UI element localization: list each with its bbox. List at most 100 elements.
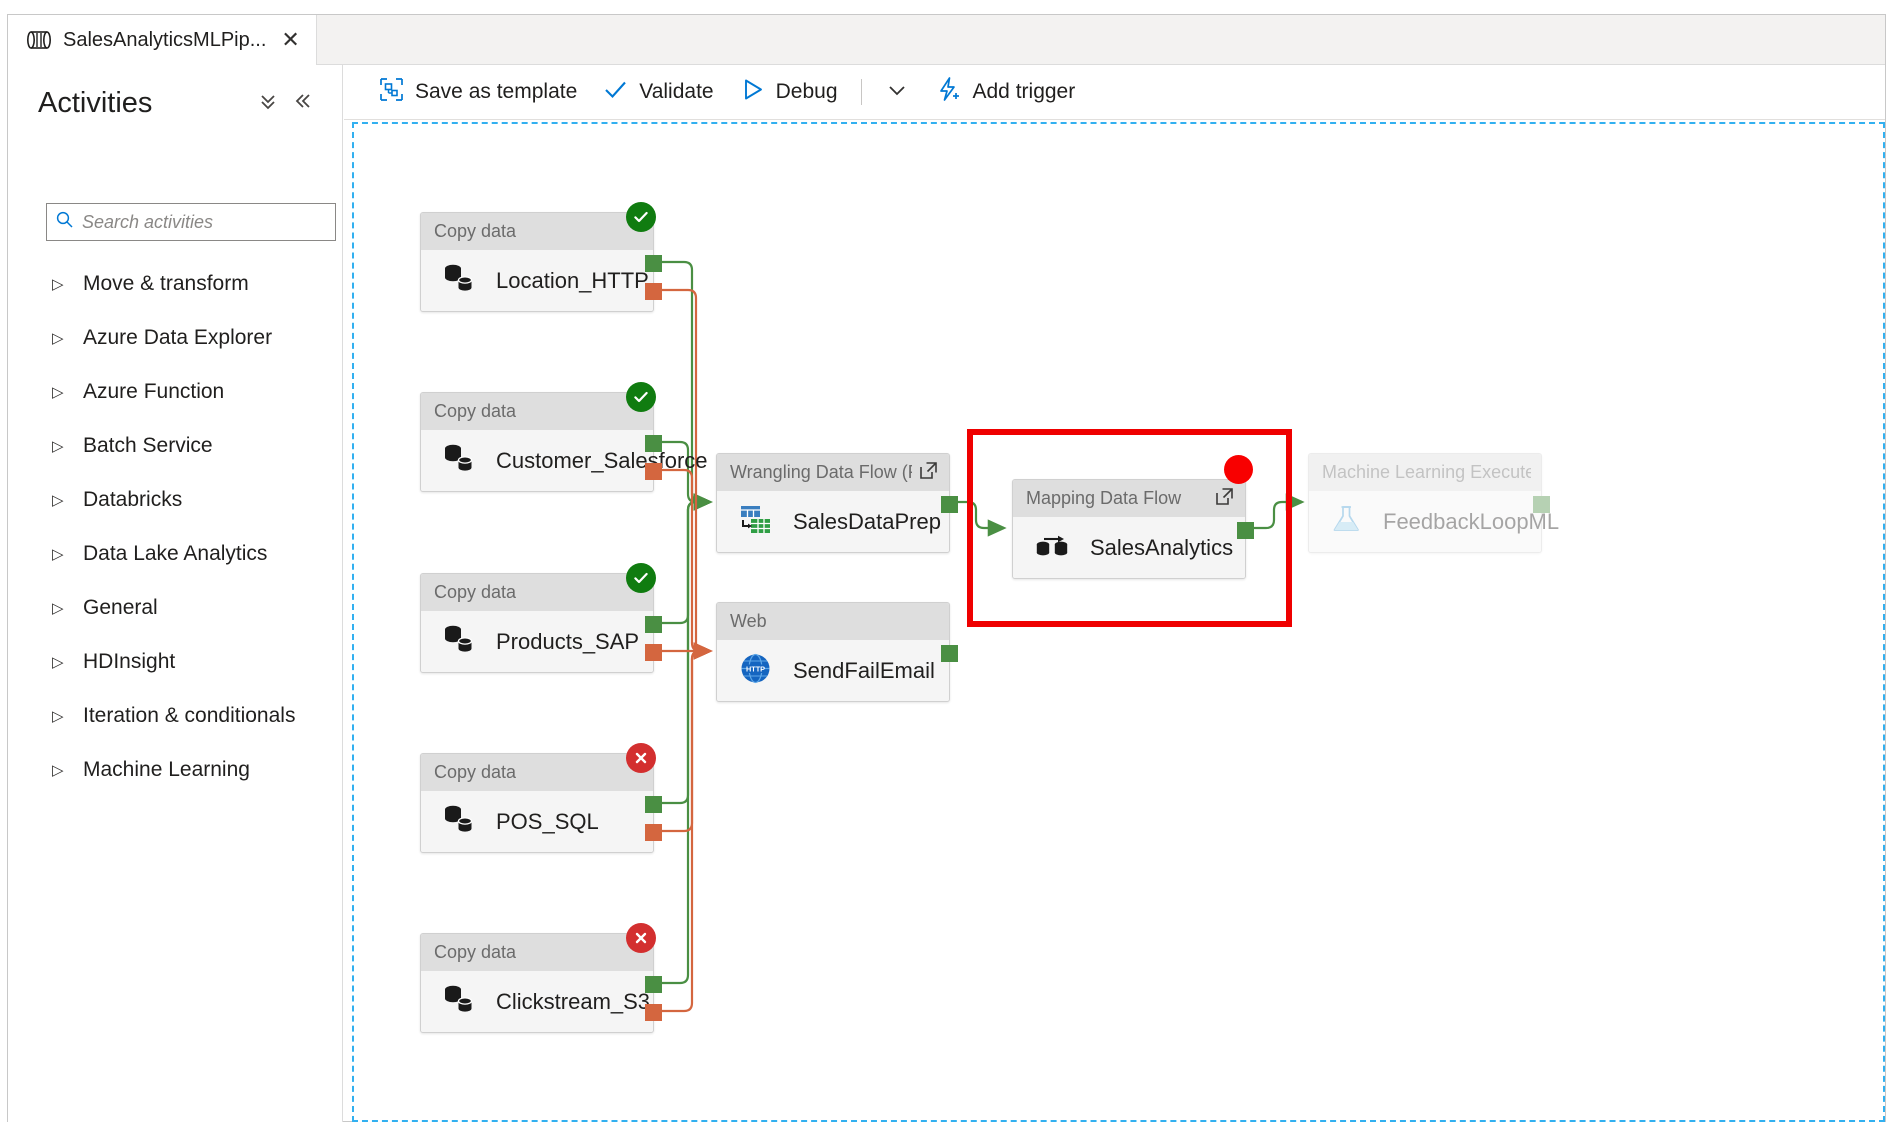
close-icon[interactable]: ✕	[281, 27, 300, 52]
node-name-label: FeedbackLoopML	[1383, 508, 1560, 534]
sidebar-item-label: Azure Data Explorer	[83, 326, 273, 349]
node-name-label: SalesDataPrep	[793, 508, 941, 534]
chevron-right-icon: ▷	[52, 707, 64, 725]
output-port-success[interactable]	[941, 645, 958, 662]
copy-data-icon	[443, 624, 475, 659]
node-header: Copy data	[421, 213, 653, 250]
activity-node-salesanalytics[interactable]: Mapping Data Flow	[1012, 479, 1254, 579]
output-port-success[interactable]	[645, 435, 662, 452]
lightning-bolt-icon	[935, 76, 962, 108]
node-type-label: Mapping Data Flow	[1026, 488, 1182, 508]
open-external-icon[interactable]	[918, 460, 939, 486]
output-port-success[interactable]	[645, 255, 662, 272]
chevron-right-icon: ▷	[52, 653, 64, 671]
play-icon	[740, 77, 765, 107]
checkmark-icon	[603, 77, 628, 107]
sidebar-item-label: HDInsight	[83, 650, 176, 673]
status-badge-error	[626, 923, 656, 953]
save-as-template-icon	[379, 77, 404, 107]
sidebar-item-hdinsight[interactable]: ▷ HDInsight	[8, 635, 343, 689]
node-name-label: Products_SAP	[496, 628, 640, 654]
sidebar-item-label: Machine Learning	[83, 758, 250, 781]
node-header: Machine Learning Execute Pipeline	[1309, 454, 1541, 491]
output-port-success[interactable]	[645, 976, 662, 993]
activity-node-customer-salesforce[interactable]: Copy data Customer_	[420, 382, 708, 492]
output-port-failure[interactable]	[645, 463, 662, 480]
chevron-right-icon: ▷	[52, 761, 64, 779]
tab-sales-analytics-ml-pipeline[interactable]: SalesAnalyticsMLPip... ✕	[8, 15, 317, 65]
node-name-label: Location_HTTP	[496, 267, 649, 293]
chevron-double-left-icon[interactable]	[285, 87, 319, 120]
output-port-failure[interactable]	[645, 644, 662, 661]
chevron-down-icon	[885, 78, 909, 107]
node-header: Copy data	[421, 754, 653, 791]
output-port-success[interactable]	[645, 616, 662, 633]
chevron-right-icon: ▷	[52, 329, 64, 347]
sidebar-item-label: Batch Service	[83, 434, 213, 457]
activity-node-feedbackloopml[interactable]: Machine Learning Execute Pipeline Feedba…	[1308, 453, 1559, 553]
pipeline-toolbar: Save as template Validate Debug	[344, 65, 1885, 120]
node-name-label: POS_SQL	[496, 808, 599, 834]
activity-node-sendfailemail[interactable]: Web HTTP SendFailEma	[716, 602, 958, 702]
sidebar-item-general[interactable]: ▷ General	[8, 581, 343, 635]
debug-label: Debug	[775, 80, 838, 103]
output-port-success[interactable]	[645, 796, 662, 813]
pipeline-canvas[interactable]: Copy data Location_	[352, 122, 1885, 1122]
save-as-template-button[interactable]: Save as template	[366, 72, 590, 112]
sidebar-item-databricks[interactable]: ▷ Databricks	[8, 473, 343, 527]
sidebar-item-machine-learning[interactable]: ▷ Machine Learning	[8, 743, 343, 797]
tab-title: SalesAnalyticsMLPip...	[63, 28, 267, 51]
node-type-label: Web	[730, 611, 767, 631]
output-port-success[interactable]	[1533, 496, 1550, 513]
debug-dropdown-button[interactable]	[872, 72, 922, 112]
activity-node-products-sap[interactable]: Copy data Products_	[420, 563, 662, 673]
node-type-label: Copy data	[434, 221, 517, 241]
node-type-label: Copy data	[434, 762, 517, 782]
add-trigger-button[interactable]: Add trigger	[922, 72, 1089, 112]
status-badge-success	[626, 563, 656, 593]
debug-button[interactable]: Debug	[727, 72, 851, 112]
output-port-success[interactable]	[941, 496, 958, 513]
output-port-failure[interactable]	[645, 824, 662, 841]
status-badge-error	[626, 743, 656, 773]
sidebar-item-batch-service[interactable]: ▷ Batch Service	[8, 419, 343, 473]
node-body: SalesAnalytics	[1013, 517, 1245, 578]
search-icon	[55, 210, 74, 234]
activity-node-salesdataprep[interactable]: Wrangling Data Flow (Preview	[716, 453, 958, 553]
sidebar-item-label: Move & transform	[83, 272, 249, 295]
node-name-label: SalesAnalytics	[1090, 534, 1234, 560]
output-port-success[interactable]	[1237, 522, 1254, 539]
pipeline-icon	[26, 31, 52, 49]
activity-node-pos-sql[interactable]: Copy data POS_SQL	[420, 743, 662, 853]
search-input[interactable]	[82, 211, 327, 233]
chevron-double-down-icon[interactable]	[251, 87, 285, 120]
sidebar-item-label: General	[83, 596, 158, 619]
chevron-right-icon: ▷	[52, 545, 64, 563]
toolbar-divider	[860, 79, 862, 105]
web-http-icon: HTTP	[739, 652, 772, 690]
sidebar-item-move-transform[interactable]: ▷ Move & transform	[8, 257, 343, 311]
output-port-failure[interactable]	[645, 1004, 662, 1021]
node-header: Copy data	[421, 574, 653, 611]
open-external-icon[interactable]	[1214, 486, 1235, 512]
copy-data-icon	[443, 443, 475, 478]
page-title: Activities	[38, 86, 153, 119]
sidebar-item-iteration-conditionals[interactable]: ▷ Iteration & conditionals	[8, 689, 343, 743]
validate-button[interactable]: Validate	[590, 72, 726, 112]
node-type-label: Wrangling Data Flow (Preview	[730, 462, 912, 482]
sidebar-item-label: Iteration & conditionals	[83, 704, 296, 727]
sidebar-item-azure-function[interactable]: ▷ Azure Function	[8, 365, 343, 419]
output-port-failure[interactable]	[645, 283, 662, 300]
activity-node-location-http[interactable]: Copy data Location_	[420, 202, 662, 312]
svg-text:HTTP: HTTP	[746, 664, 765, 673]
node-body: Clickstream_S3	[421, 971, 653, 1032]
search-box[interactable]	[46, 203, 336, 241]
activity-node-clickstream-s3[interactable]: Copy data Clickstre	[420, 923, 662, 1033]
sidebar-item-azure-data-explorer[interactable]: ▷ Azure Data Explorer	[8, 311, 343, 365]
chevron-right-icon: ▷	[52, 437, 64, 455]
validate-label: Validate	[639, 80, 714, 103]
status-badge-success	[626, 202, 656, 232]
node-body: Customer_Salesforce	[421, 430, 708, 491]
sidebar-item-data-lake-analytics[interactable]: ▷ Data Lake Analytics	[8, 527, 343, 581]
